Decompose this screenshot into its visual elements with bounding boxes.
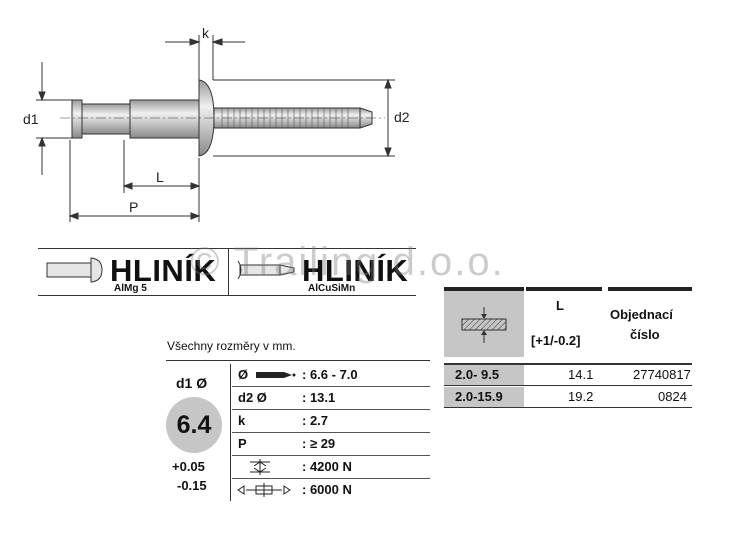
- d1-diameter-label: d1 Ø: [176, 375, 208, 391]
- spec-row-tensile: : 6000 N: [232, 479, 430, 501]
- spec-row-p: P : ≥ 29: [232, 433, 430, 456]
- order-number-header-line1: Objednací: [610, 307, 673, 322]
- k-label: k: [202, 25, 210, 41]
- spec-key: Ø: [238, 367, 249, 382]
- spec-key: d2 Ø: [238, 390, 267, 405]
- spec-row-d2: d2 Ø : 13.1: [232, 387, 430, 410]
- grip-range-cell: 2.0- 9.5: [455, 367, 500, 382]
- spec-row-shear: : 4200 N: [232, 456, 430, 479]
- rivet-technical-drawing: k d1 d2 L P: [23, 25, 410, 222]
- rivet-material-name: HLINÍK: [110, 253, 217, 288]
- mandrel-material-name: HLINÍK: [302, 253, 409, 288]
- length-tolerance-header: [+1/-0.2]: [531, 333, 581, 348]
- d2-label: d2: [394, 109, 410, 125]
- units-note: Všechny rozměry v mm.: [167, 339, 296, 353]
- spec-value: : 2.7: [302, 413, 329, 428]
- material-banner: HLINÍK AlMg 5 HLINÍK AlCuSiMn: [38, 248, 416, 296]
- tensile-force-icon: [237, 483, 291, 497]
- shear-force-icon: [250, 459, 270, 475]
- spec-value: : 6000 N: [302, 482, 352, 497]
- order-number-cell: 27740817: [633, 367, 691, 382]
- watermark: © Trailing d.o.o.: [190, 240, 505, 284]
- spec-row-k: k : 2.7: [232, 410, 430, 433]
- mandrel-icon: [237, 260, 295, 280]
- tolerance-minus: -0.15: [177, 478, 207, 493]
- spec-value: : 6.6 - 7.0: [302, 367, 358, 382]
- mandrel-material-alloy: AlCuSiMn: [308, 283, 356, 294]
- material-thickness-icon: [461, 307, 507, 343]
- spec-value: : 13.1: [302, 390, 336, 405]
- L-label: L: [156, 169, 164, 185]
- P-label: P: [129, 199, 138, 215]
- length-cell: 19.2: [568, 389, 594, 404]
- order-number-header-line2: číslo: [630, 327, 660, 342]
- drill-icon: [256, 372, 296, 378]
- spec-key: k: [238, 413, 246, 428]
- spec-row-drill: Ø : 6.6 - 7.0: [232, 364, 430, 387]
- rivet-material-alloy: AlMg 5: [114, 283, 147, 294]
- d1-value: 6.4: [176, 410, 212, 439]
- d1-value-badge: 6.4: [166, 397, 222, 453]
- rivet-body-icon: [46, 257, 103, 283]
- order-number-cell: 0824: [658, 389, 687, 404]
- tolerance-plus: +0.05: [172, 459, 205, 474]
- spec-value: : ≥ 29: [302, 436, 336, 451]
- grip-range-header: [444, 291, 524, 357]
- spec-value: : 4200 N: [302, 459, 352, 474]
- length-header: L: [556, 298, 564, 313]
- length-cell: 14.1: [568, 367, 594, 382]
- spec-key: P: [238, 436, 247, 451]
- d1-label: d1: [23, 111, 39, 127]
- grip-range-cell: 2.0-15.9: [455, 389, 503, 404]
